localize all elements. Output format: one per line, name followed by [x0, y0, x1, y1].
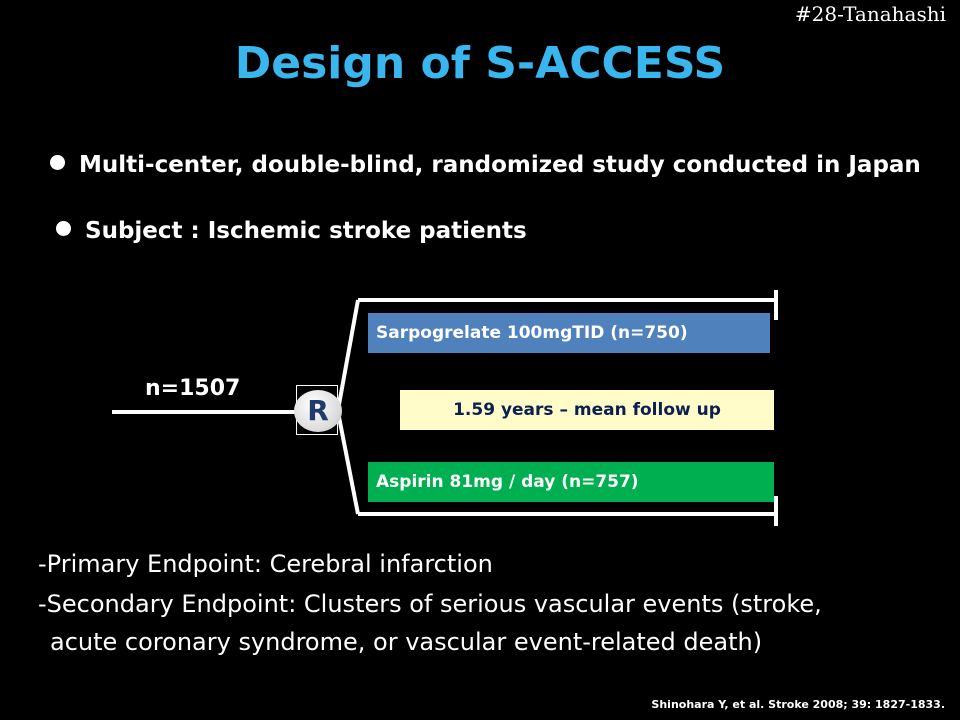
slide-title: Design of S-ACCESS: [234, 38, 726, 89]
bullet-subject: Subject : Ischemic stroke patients: [56, 218, 527, 244]
branch-lines: [336, 290, 778, 526]
randomization-node: R: [294, 390, 342, 432]
primary-endpoint: -Primary Endpoint: Cerebral infarction: [38, 550, 493, 578]
secondary-endpoint: -Secondary Endpoint: Clusters of serious…: [38, 590, 822, 618]
citation: Shinohara Y, et al. Stroke 2008; 39: 182…: [651, 698, 945, 711]
bullet-dot-icon: [50, 155, 65, 170]
branch-upper-diagonal: [336, 299, 360, 411]
bullet-study-design: Multi-center, double-blind, randomized s…: [50, 152, 921, 178]
branch-lower-diagonal: [336, 411, 360, 515]
secondary-endpoint-continued: acute coronary syndrome, or vascular eve…: [50, 628, 763, 656]
enrollment-line: [112, 410, 298, 414]
arm-aspirin: Aspirin 81mg / day (n=757): [368, 462, 774, 502]
bullet-text: Multi-center, double-blind, randomized s…: [79, 152, 921, 178]
arm-sarpogrelate: Sarpogrelate 100mgTID (n=750): [368, 313, 770, 353]
follow-up-box: 1.59 years – mean follow up: [400, 390, 774, 430]
sample-size-label: n=1507: [145, 376, 241, 401]
slide-tag: #28-Tanahashi: [794, 2, 946, 26]
bullet-dot-icon: [56, 221, 71, 236]
bullet-text: Subject : Ischemic stroke patients: [85, 218, 527, 244]
